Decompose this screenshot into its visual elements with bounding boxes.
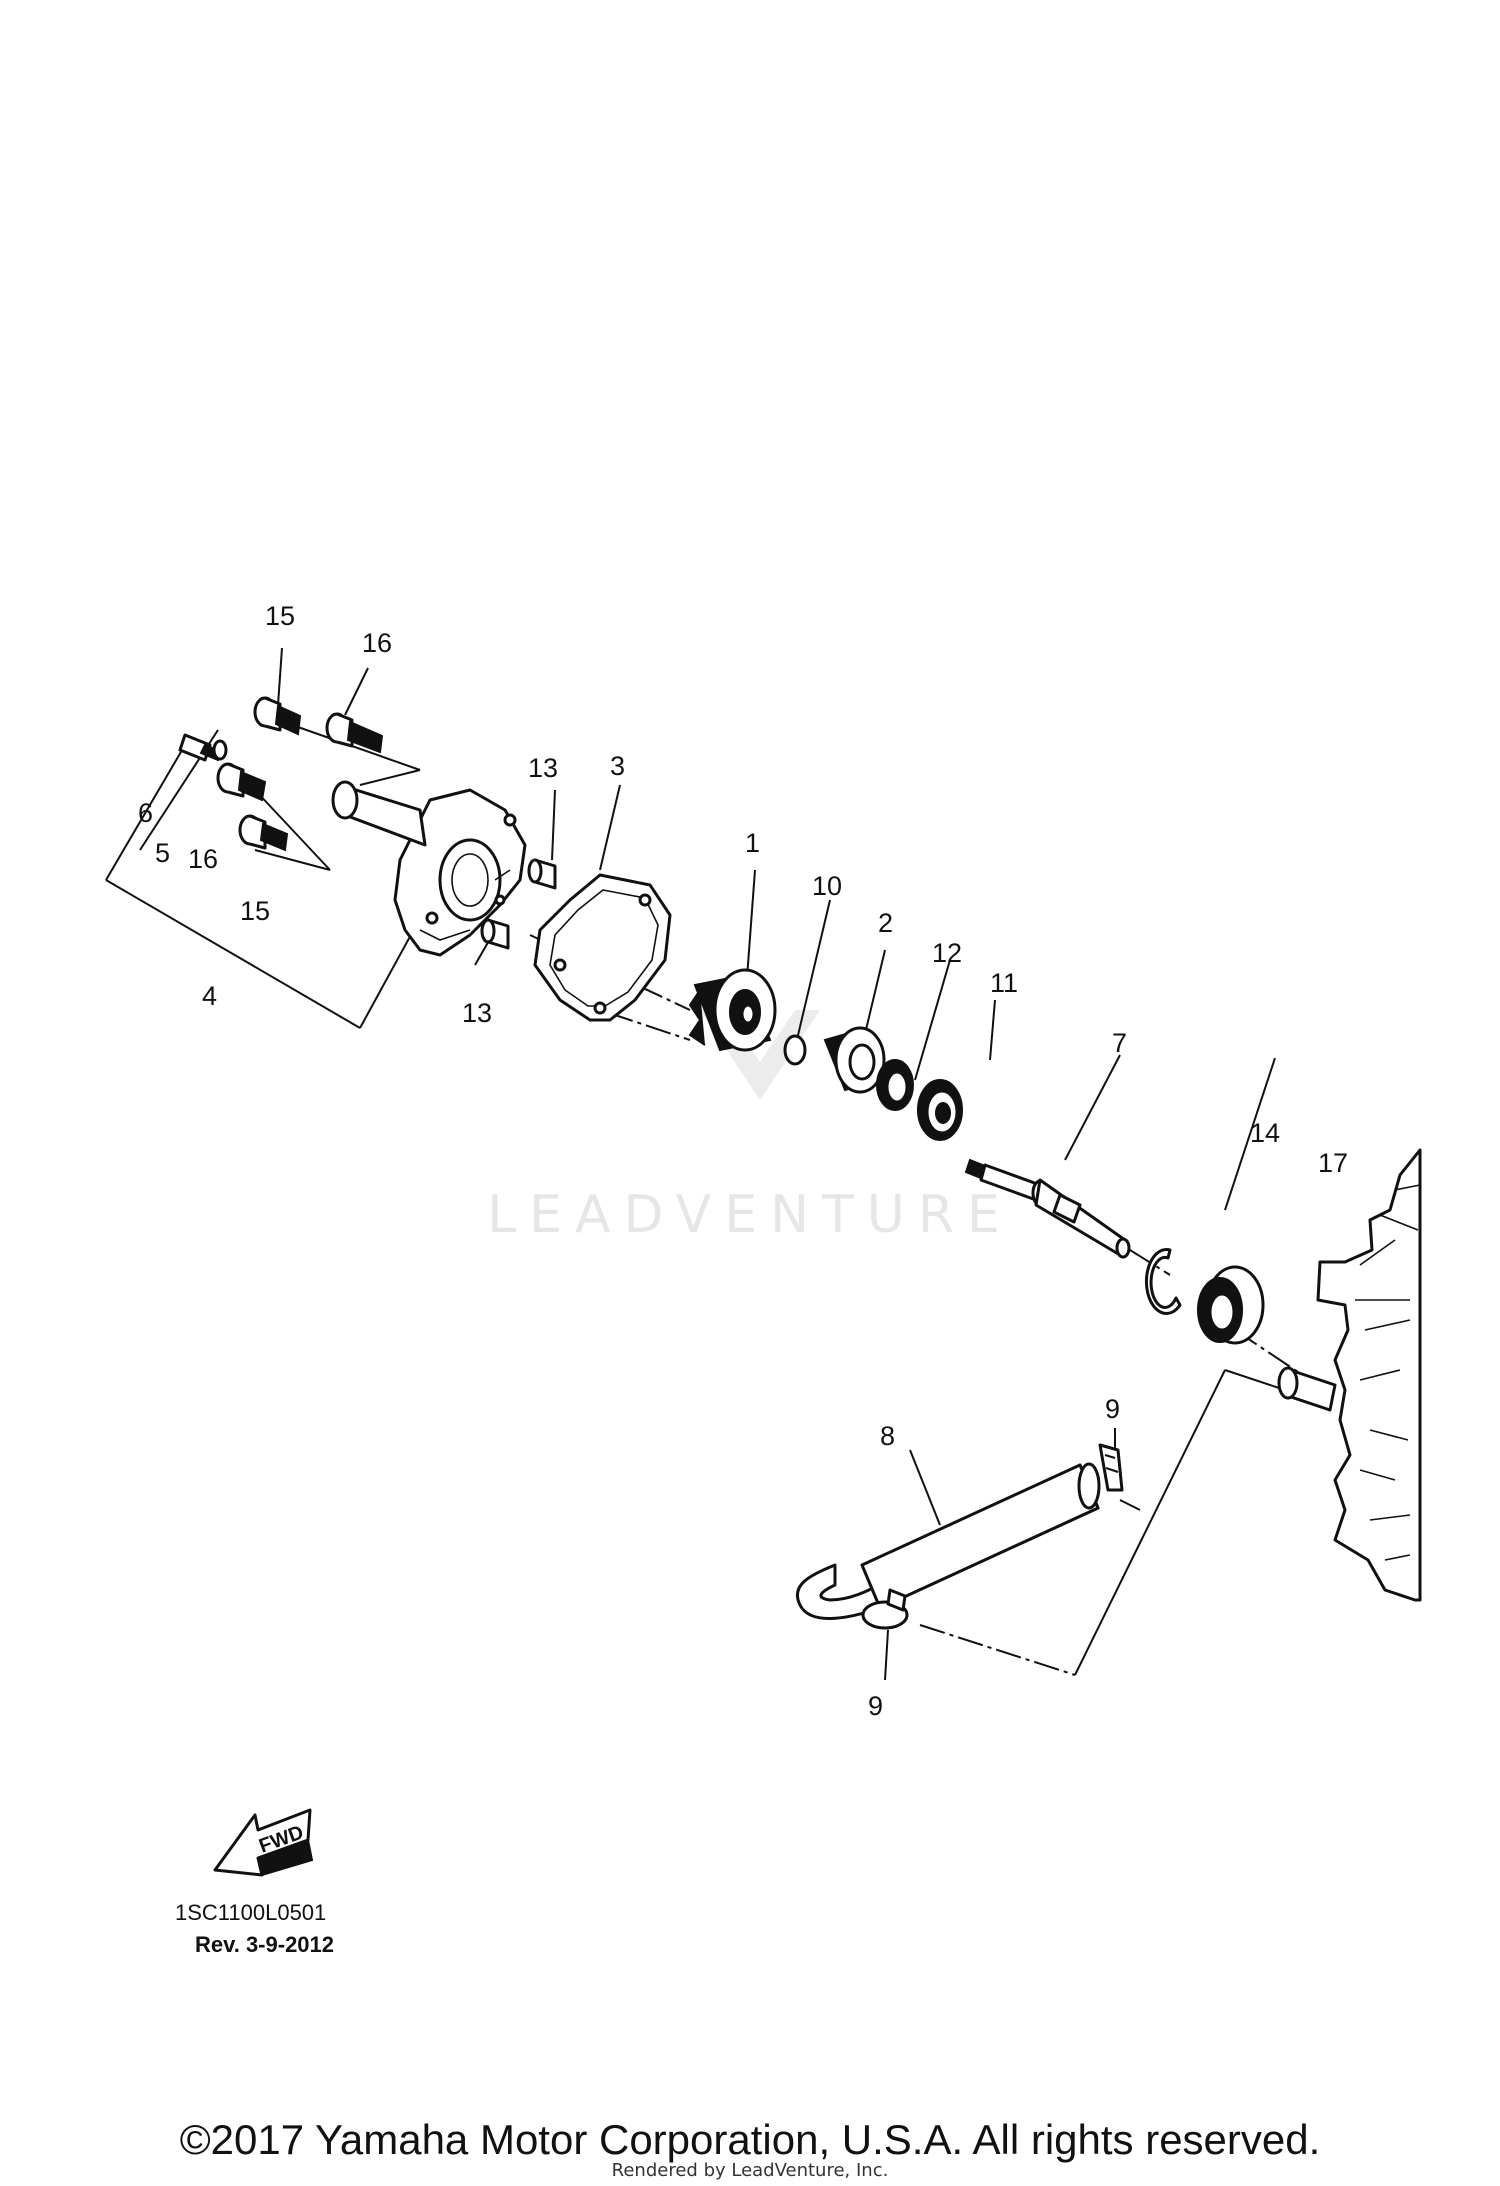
copyright-notice: ©2017 Yamaha Motor Corporation, U.S.A. A… (179, 2116, 1321, 2163)
callout-4: 4 (202, 981, 217, 1011)
circlip-14 (1144, 1248, 1182, 1315)
callout-13: 13 (528, 753, 558, 783)
pump-cover-4 (331, 780, 527, 957)
bolt-15-top (253, 696, 302, 736)
bolt-15-lower (238, 814, 289, 852)
impeller-1 (688, 968, 777, 1052)
revision-date: Rev. 3-9-2012 (195, 1932, 334, 1957)
callout-10: 10 (812, 871, 842, 901)
callout-3: 3 (610, 751, 625, 781)
oil-seal-12 (876, 1059, 914, 1111)
bolt-16-top (325, 712, 384, 754)
fwd-direction-arrow: FWD (213, 1808, 314, 1877)
callout-16: 16 (188, 844, 218, 874)
callout-12: 12 (932, 938, 962, 968)
callout-6: 6 (138, 798, 153, 828)
bolt-16-lower (216, 762, 267, 802)
callout-2: 2 (878, 908, 893, 938)
dowel-13-lower (480, 918, 510, 950)
callout-14: 14 (1250, 1118, 1280, 1148)
callout-11: 11 (990, 968, 1018, 998)
washer-10 (783, 1034, 807, 1066)
engine-crankcase (1277, 1148, 1422, 1602)
watermark-text: LEADVENTURE (487, 1185, 1013, 1245)
callout-1: 1 (745, 828, 760, 858)
leader-lines (105, 647, 1316, 1681)
impeller-shaft-7 (964, 1158, 1131, 1259)
callout-16: 16 (362, 628, 392, 658)
washer-5 (212, 739, 228, 761)
hose-8 (796, 1462, 1101, 1620)
bearing-11 (917, 1079, 963, 1141)
callout-15: 15 (265, 601, 295, 631)
callout-15: 15 (240, 896, 270, 926)
callout-5: 5 (155, 838, 170, 868)
callout-9: 9 (868, 1691, 883, 1721)
hose-clamp-9-lower (861, 1588, 909, 1630)
seal-2 (823, 1026, 886, 1094)
callout-labels: 15 16 6 5 16 15 4 13 3 13 1 10 2 12 11 7… (138, 601, 1348, 1721)
callout-8: 8 (880, 1421, 895, 1451)
gasket-3 (533, 873, 672, 1022)
dowel-13-upper (527, 858, 557, 890)
callout-13: 13 (462, 998, 492, 1028)
hose-clamp-9-upper (1098, 1443, 1124, 1492)
bearing-17 (1197, 1265, 1265, 1345)
callout-17: 17 (1318, 1148, 1348, 1178)
callout-7: 7 (1112, 1028, 1127, 1058)
callout-9: 9 (1105, 1394, 1120, 1424)
diagram-code: 1SC1100L0501 (175, 1900, 326, 1925)
rendered-by-notice: Rendered by LeadVenture, Inc. (611, 2160, 889, 2181)
